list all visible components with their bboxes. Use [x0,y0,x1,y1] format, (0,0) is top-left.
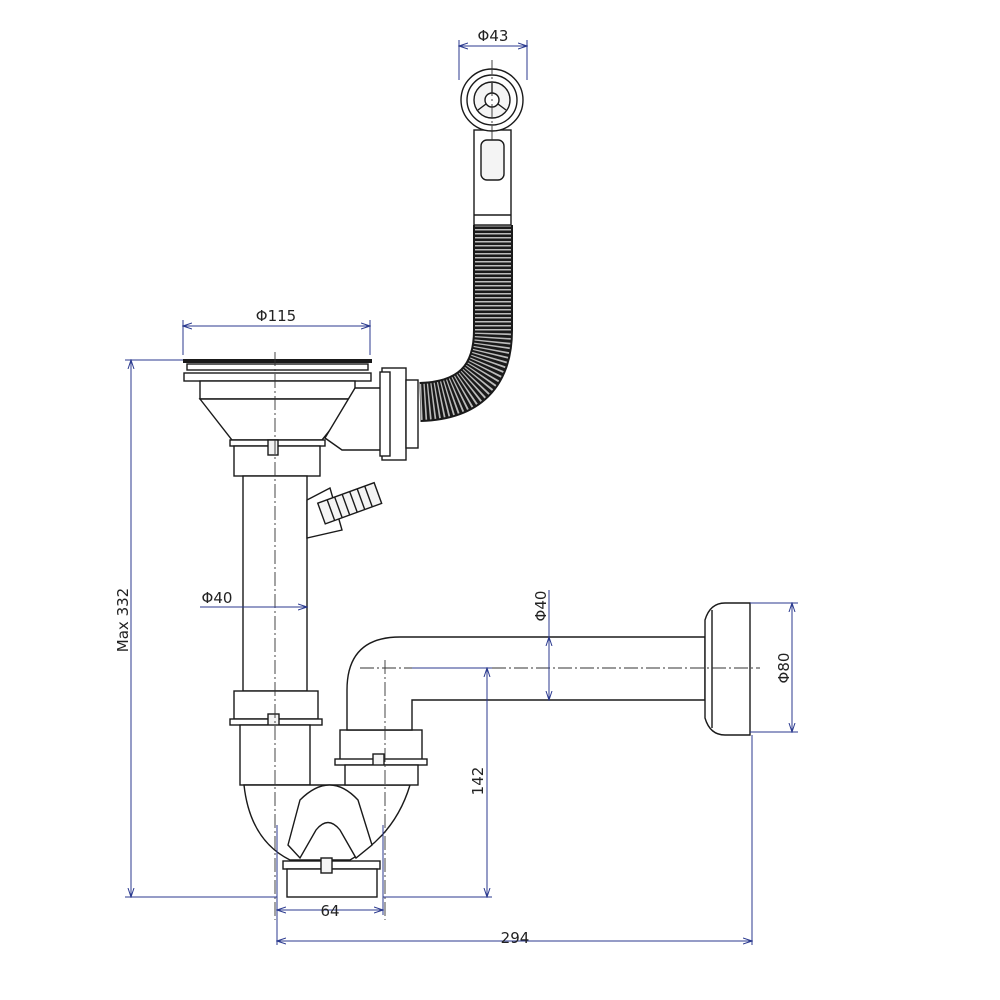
dimension-lines [125,40,798,945]
trap-bowl [243,784,411,898]
overflow-connector [379,367,419,461]
dim-rosette-diameter: Φ80 [775,653,793,684]
trap-right-nut [334,729,428,786]
dim-outlet-height: 142 [469,767,487,796]
wall-rosette [704,602,751,736]
overflow-hose [418,225,513,422]
outlet-pipe [346,636,706,731]
dim-pipe-diameter: Φ40 [202,589,233,607]
dim-total-width: 294 [501,929,530,947]
dim-strainer-diameter: Φ115 [256,307,296,325]
dim-overflow-diameter: Φ43 [478,27,509,45]
pipe-nut [229,690,323,786]
dim-outlet-pipe-diameter: Φ40 [532,591,550,622]
side-inlet-connector [306,481,383,539]
dim-trap-width: 64 [320,902,339,920]
dim-max-height: Max 332 [114,588,132,652]
strainer-basket [183,359,383,477]
